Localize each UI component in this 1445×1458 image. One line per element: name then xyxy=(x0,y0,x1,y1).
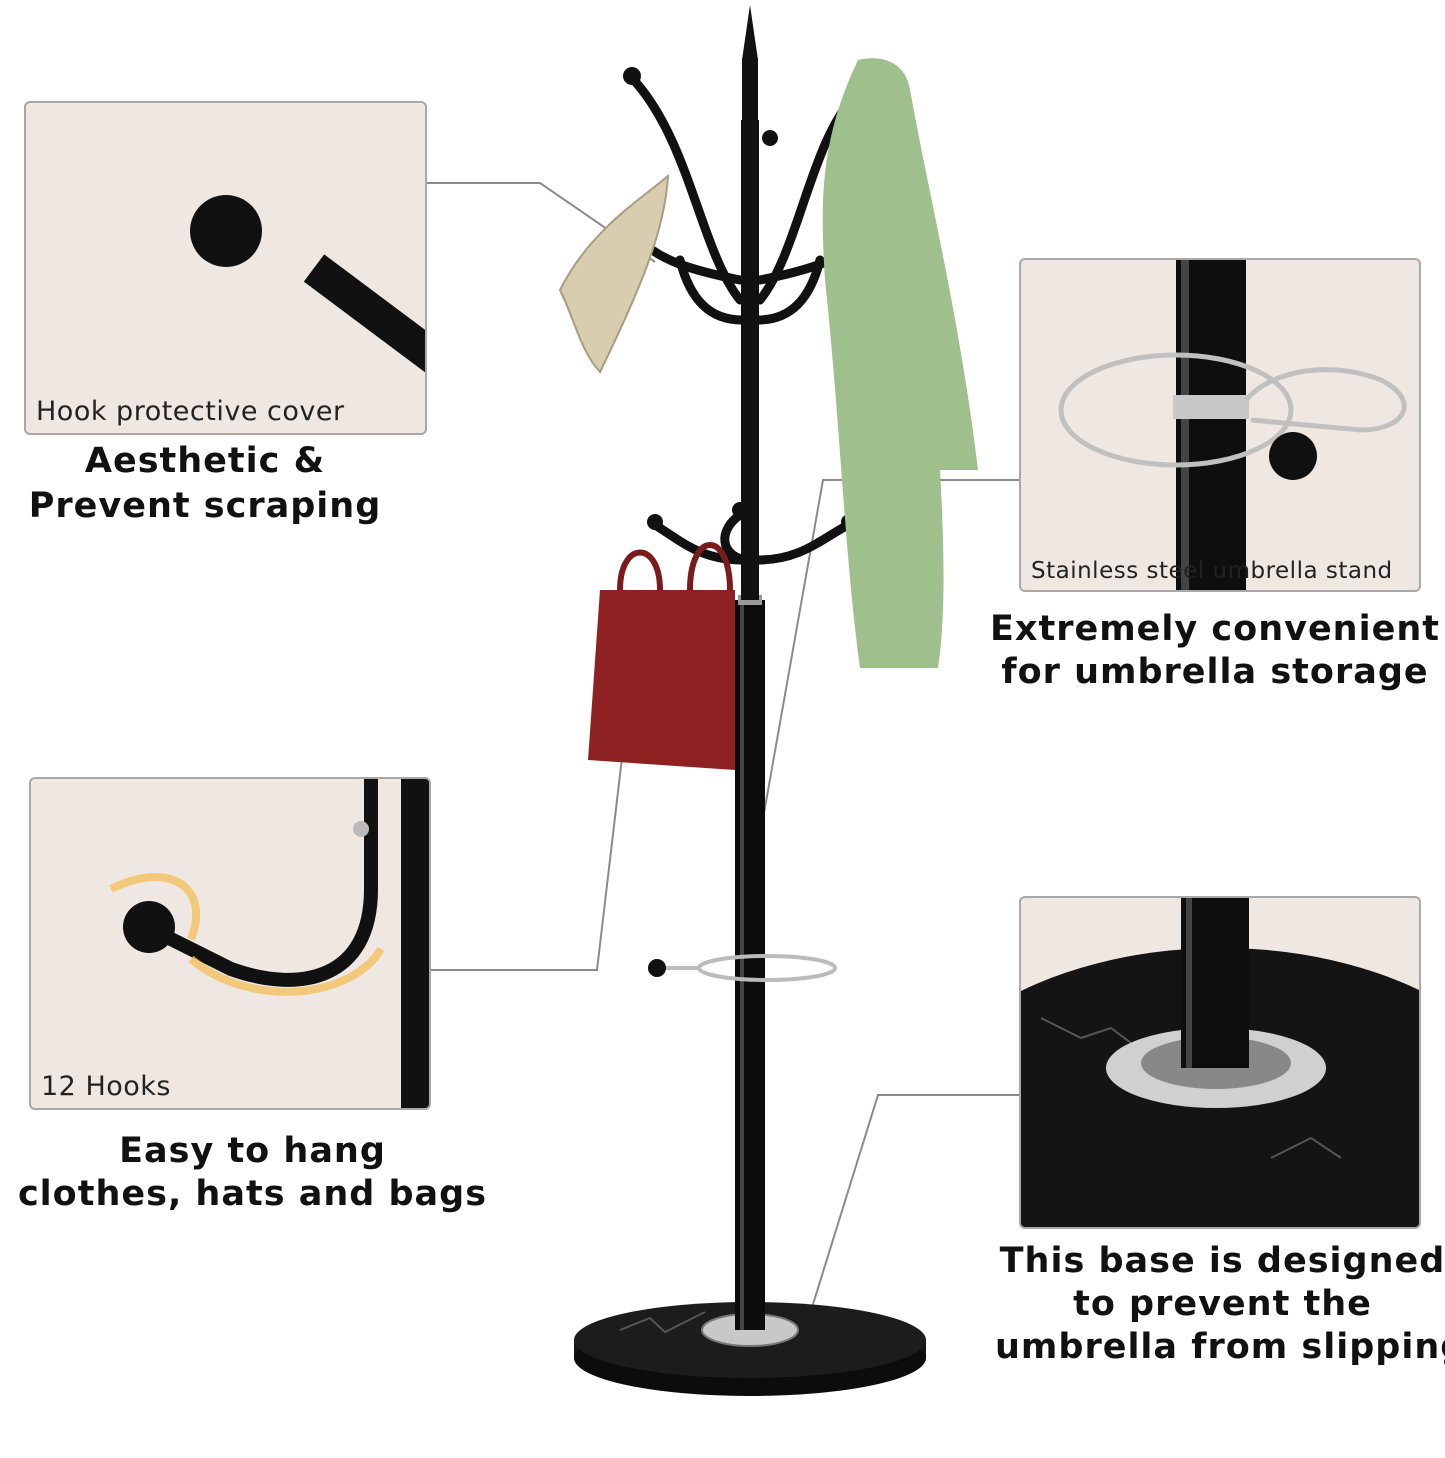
callout-umbrella-stand: Stainless steel umbrella stand xyxy=(1019,258,1421,592)
caption-line: to prevent the xyxy=(1073,1284,1372,1324)
base-illustration xyxy=(1021,898,1419,1227)
caption-line: for umbrella storage xyxy=(1001,652,1429,692)
callout-label: Stainless steel umbrella stand xyxy=(1031,558,1393,584)
bag xyxy=(588,590,735,770)
callout-base xyxy=(1019,896,1421,1229)
callout-caption: This base is designed to prevent the umb… xyxy=(995,1240,1445,1369)
callout-caption: Aesthetic & Prevent scraping xyxy=(0,440,410,528)
callout-hook-cover: Hook protective cover xyxy=(24,101,427,435)
pole xyxy=(735,600,765,1330)
caption-line: Aesthetic & xyxy=(84,441,326,481)
hook-illustration xyxy=(109,779,429,1108)
hook-cover-illustration xyxy=(190,195,425,373)
caption-line: clothes, hats and bags xyxy=(17,1174,488,1214)
callout-label: 12 Hooks xyxy=(41,1071,171,1102)
coat xyxy=(822,58,978,669)
caption-line: Prevent scraping xyxy=(28,486,382,526)
caption-line: Extremely convenient xyxy=(990,609,1440,649)
caption-line: This base is designed xyxy=(999,1241,1445,1281)
hat xyxy=(558,173,670,374)
callout-12-hooks: 12 Hooks xyxy=(29,777,431,1110)
umbrella-ring xyxy=(697,954,837,982)
umbrella-stand-illustration xyxy=(1058,260,1407,590)
callout-label: Hook protective cover xyxy=(36,396,345,427)
caption-line: umbrella from slipping xyxy=(995,1327,1445,1367)
callout-caption: Extremely convenient for umbrella storag… xyxy=(985,608,1445,694)
caption-line: Easy to hang xyxy=(119,1131,386,1171)
callout-caption: Easy to hang clothes, hats and bags xyxy=(0,1130,505,1216)
